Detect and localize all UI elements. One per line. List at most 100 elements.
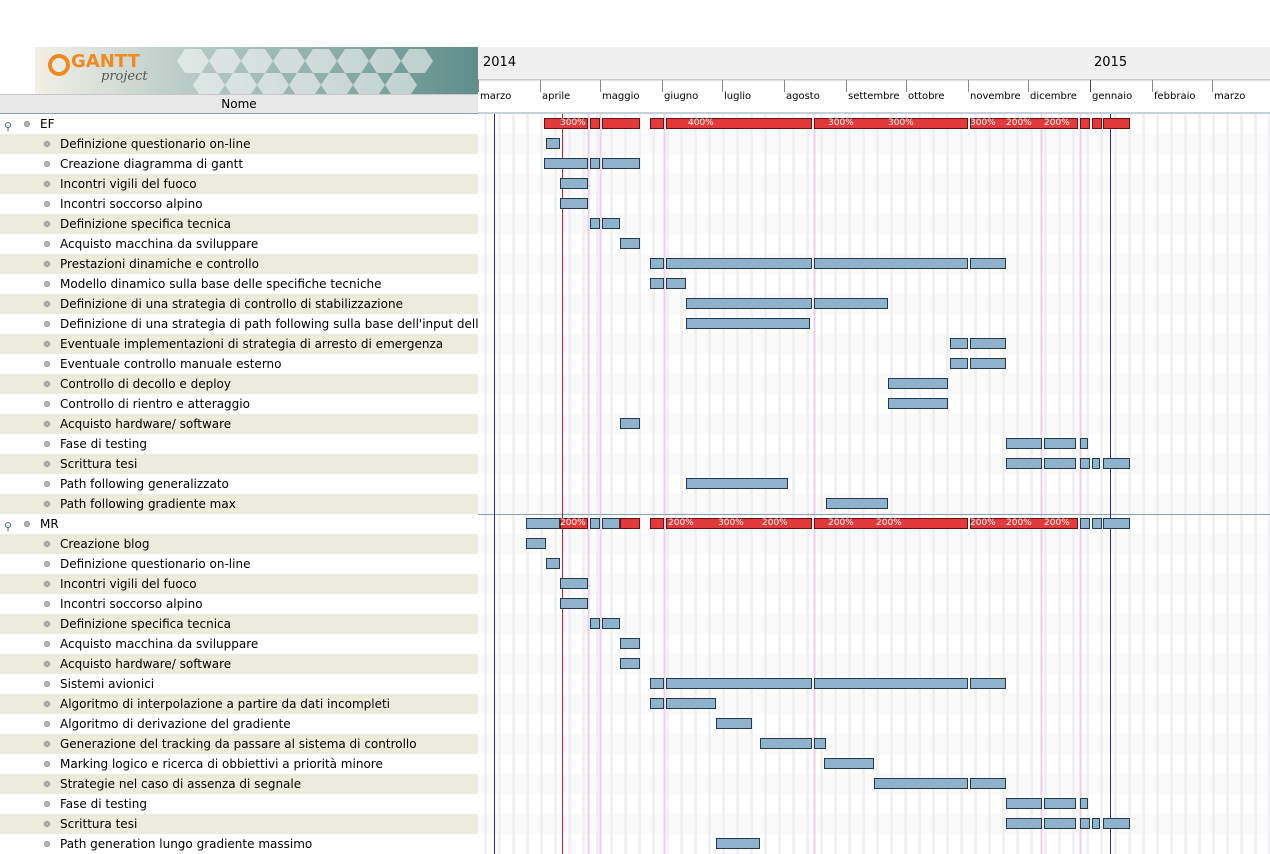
task-bar[interactable]	[716, 838, 760, 849]
task-row[interactable]: Fase di testing	[0, 434, 478, 454]
summary-bar-segment[interactable]	[1103, 518, 1130, 529]
task-row[interactable]: Generazione del tracking da passare al s…	[0, 734, 478, 754]
task-bar[interactable]	[814, 258, 968, 269]
column-header-name[interactable]: Nome	[0, 94, 478, 114]
summary-bar-segment[interactable]	[602, 518, 620, 529]
task-bar[interactable]	[650, 258, 664, 269]
summary-bar-segment[interactable]	[650, 118, 664, 129]
summary-bar-segment[interactable]	[666, 118, 812, 129]
task-bar[interactable]	[950, 358, 968, 369]
summary-bar-segment[interactable]	[650, 518, 664, 529]
task-bar[interactable]	[666, 698, 716, 709]
task-row[interactable]: Modello dinamico sulla base delle specif…	[0, 274, 478, 294]
task-bar[interactable]	[1006, 818, 1042, 829]
task-bar[interactable]	[560, 178, 588, 189]
task-bar[interactable]	[546, 558, 560, 569]
task-row[interactable]: Algoritmo di interpolazione a partire da…	[0, 694, 478, 714]
task-row[interactable]: Definizione specifica tecnica	[0, 214, 478, 234]
task-bar[interactable]	[544, 158, 588, 169]
task-bar[interactable]	[716, 718, 752, 729]
summary-bar-segment[interactable]	[1092, 118, 1102, 129]
task-bar[interactable]	[1092, 818, 1100, 829]
task-bar[interactable]	[620, 658, 640, 669]
task-row[interactable]: Eventuale implementazioni di strategia d…	[0, 334, 478, 354]
task-bar[interactable]	[814, 678, 968, 689]
task-row[interactable]: Path generation lungo gradiente massimo	[0, 834, 478, 854]
task-bar[interactable]	[950, 338, 968, 349]
summary-bar-segment[interactable]	[590, 518, 600, 529]
summary-bar-segment[interactable]	[560, 518, 588, 529]
summary-bar-segment[interactable]	[620, 518, 640, 529]
task-bar[interactable]	[526, 538, 546, 549]
task-row[interactable]: Definizione di una strategia di path fol…	[0, 314, 478, 334]
task-bar[interactable]	[970, 258, 1006, 269]
task-bar[interactable]	[1080, 798, 1088, 809]
task-row[interactable]: Controllo di rientro e atteraggio	[0, 394, 478, 414]
task-bar[interactable]	[650, 698, 664, 709]
group-row-mr[interactable]: ⚲MR	[0, 514, 478, 534]
task-bar[interactable]	[666, 258, 812, 269]
task-bar[interactable]	[560, 198, 588, 209]
task-bar[interactable]	[620, 238, 640, 249]
task-row[interactable]: Prestazioni dinamiche e controllo	[0, 254, 478, 274]
summary-bar-segment[interactable]	[814, 118, 968, 129]
summary-bar-segment[interactable]	[970, 118, 1078, 129]
task-row[interactable]: Acquisto macchina da sviluppare	[0, 234, 478, 254]
task-bar[interactable]	[1044, 798, 1076, 809]
summary-bar-segment[interactable]	[1080, 518, 1090, 529]
task-bar[interactable]	[686, 478, 788, 489]
task-row[interactable]: Incontri vigili del fuoco	[0, 174, 478, 194]
task-bar[interactable]	[824, 758, 874, 769]
task-bar[interactable]	[1006, 798, 1042, 809]
task-bar[interactable]	[686, 298, 812, 309]
task-row[interactable]: Scrittura tesi	[0, 814, 478, 834]
task-bar[interactable]	[1080, 818, 1090, 829]
task-row[interactable]: Acquisto macchina da sviluppare	[0, 634, 478, 654]
task-bar[interactable]	[970, 358, 1006, 369]
task-bar[interactable]	[970, 678, 1006, 689]
task-bar[interactable]	[590, 158, 600, 169]
summary-bar-segment[interactable]	[526, 518, 560, 529]
summary-bar-segment[interactable]	[1103, 118, 1130, 129]
task-bar[interactable]	[1080, 438, 1088, 449]
task-row[interactable]: Algoritmo di derivazione del gradiente	[0, 714, 478, 734]
task-row[interactable]: Sistemi avionici	[0, 674, 478, 694]
task-row[interactable]: Eventuale controllo manuale esterno	[0, 354, 478, 374]
task-row[interactable]: Controllo di decollo e deploy	[0, 374, 478, 394]
task-row[interactable]: Path following gradiente max	[0, 494, 478, 514]
task-bar[interactable]	[546, 138, 560, 149]
task-bar[interactable]	[590, 218, 600, 229]
task-bar[interactable]	[1044, 458, 1076, 469]
summary-bar-segment[interactable]	[590, 118, 600, 129]
task-bar[interactable]	[1103, 458, 1130, 469]
task-row[interactable]: Marking logico e ricerca di obbiettivi a…	[0, 754, 478, 774]
summary-bar-segment[interactable]	[544, 118, 588, 129]
task-row[interactable]: Incontri soccorso alpino	[0, 594, 478, 614]
task-bar[interactable]	[620, 418, 640, 429]
task-row[interactable]: Definizione di una strategia di controll…	[0, 294, 478, 314]
task-row[interactable]: Definizione questionario on-line	[0, 134, 478, 154]
task-bar[interactable]	[620, 638, 640, 649]
task-row[interactable]: Incontri vigili del fuoco	[0, 574, 478, 594]
task-row[interactable]: Strategie nel caso di assenza di segnale	[0, 774, 478, 794]
task-bar[interactable]	[970, 338, 1006, 349]
collapse-pin-icon[interactable]: ⚲	[4, 520, 13, 533]
task-bar[interactable]	[1044, 818, 1076, 829]
task-bar[interactable]	[602, 218, 620, 229]
summary-bar-segment[interactable]	[970, 518, 1078, 529]
task-bar[interactable]	[560, 598, 588, 609]
task-row[interactable]: Path following generalizzato	[0, 474, 478, 494]
task-bar[interactable]	[650, 278, 664, 289]
task-bar[interactable]	[666, 278, 686, 289]
task-bar[interactable]	[666, 678, 812, 689]
task-bar[interactable]	[760, 738, 812, 749]
task-row[interactable]: Scrittura tesi	[0, 454, 478, 474]
task-row[interactable]: Acquisto hardware/ software	[0, 414, 478, 434]
task-bar[interactable]	[874, 778, 968, 789]
task-row[interactable]: Fase di testing	[0, 794, 478, 814]
task-bar[interactable]	[826, 498, 888, 509]
task-bar[interactable]	[1006, 438, 1042, 449]
summary-bar-segment[interactable]	[1080, 118, 1090, 129]
task-bar[interactable]	[650, 678, 664, 689]
